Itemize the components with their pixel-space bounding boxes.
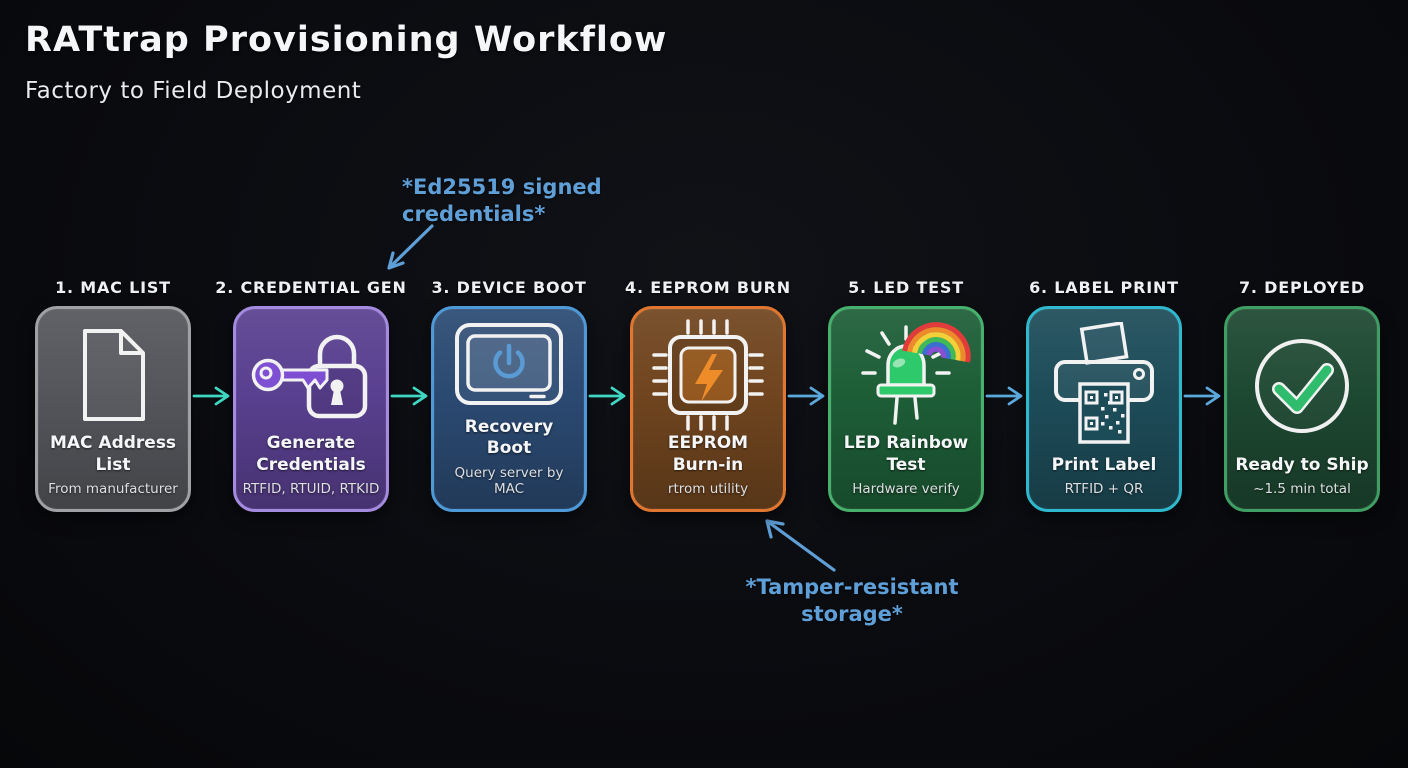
key-lock-icon [242,317,380,433]
chip-bolt-icon [639,317,777,433]
card-subtitle: ~1.5 min total [1253,480,1351,497]
card-title: Recovery Boot [464,417,554,459]
document-icon [44,317,182,433]
led-icon [837,317,975,433]
card-label-print: Print Label RTFID + QR [1026,306,1182,512]
card-subtitle: Hardware verify [852,480,960,497]
step-label-print: 6. LABEL PRINT [1004,278,1204,512]
card-title: Print Label [1051,454,1157,475]
step-label: 6. LABEL PRINT [1029,278,1179,297]
annotation-arrow-up-left-icon [765,519,836,572]
annotation-arrow-down-left-icon [387,224,434,270]
annotation-line: *Ed25519 signed [402,175,602,199]
step-label: 4. EEPROM BURN [625,278,791,297]
step-label: 1. MAC LIST [55,278,171,297]
annotation-line: credentials* [402,202,546,227]
check-circle-icon [1233,317,1371,455]
card-title: EEPROM Burn-in [667,433,749,475]
step-device-boot: 3. DEVICE BOOT Recovery Boot Query serve… [409,278,609,512]
card-subtitle: rtrom utility [667,480,749,497]
flow-arrow-icon [588,386,626,406]
rainbow-icon [902,322,971,363]
annotation-line: storage* [801,602,903,627]
card-credential-gen: Generate Credentials RTFID, RTUID, RTKID [233,306,389,512]
card-mac-list: MAC Address List From manufacturer [35,306,191,512]
annotation-tamper: *Tamper-resistant storage* [738,574,966,629]
card-eeprom-burn: EEPROM Burn-in rtrom utility [630,306,786,512]
card-title: LED Rainbow Test [843,433,969,475]
printer-qr-icon [1035,317,1173,455]
step-label: 2. CREDENTIAL GEN [215,278,407,297]
flow-arrow-icon [787,386,825,406]
step-led-test: 5. LED TEST [806,278,1006,512]
card-title: MAC Address List [49,433,177,475]
step-eeprom-burn: 4. EEPROM BURN EEPROM Burn-in rtrom util… [608,278,808,512]
step-label: 5. LED TEST [848,278,964,297]
step-deployed: 7. DEPLOYED Ready to Ship ~1.5 min total [1202,278,1402,512]
flow-arrow-icon [192,386,230,406]
card-title: Ready to Ship [1235,454,1369,475]
card-subtitle: RTFID + QR [1064,480,1144,497]
card-subtitle: From manufacturer [48,480,178,497]
step-mac-list: 1. MAC LIST MAC Address List From manufa… [13,278,213,512]
monitor-power-icon [440,317,578,417]
page-title: RATtrap Provisioning Workflow [25,20,668,60]
card-subtitle: Query server by MAC [454,464,564,497]
card-device-boot: Recovery Boot Query server by MAC [431,306,587,512]
card-led-test: LED Rainbow Test Hardware verify [828,306,984,512]
card-deployed: Ready to Ship ~1.5 min total [1224,306,1380,512]
step-label: 3. DEVICE BOOT [431,278,587,297]
page-subtitle: Factory to Field Deployment [25,78,362,104]
flow-arrow-icon [1183,386,1221,406]
card-subtitle: RTFID, RTUID, RTKID [242,480,380,497]
step-credential-gen: 2. CREDENTIAL GEN Generate Credentials R… [211,278,411,512]
card-title: Generate Credentials [256,433,366,475]
flow-arrow-icon [390,386,428,406]
annotation-ed25519: *Ed25519 signed credentials* [402,174,617,229]
annotation-line: *Tamper-resistant [745,575,959,599]
flow-arrow-icon [985,386,1023,406]
step-label: 7. DEPLOYED [1239,278,1365,297]
